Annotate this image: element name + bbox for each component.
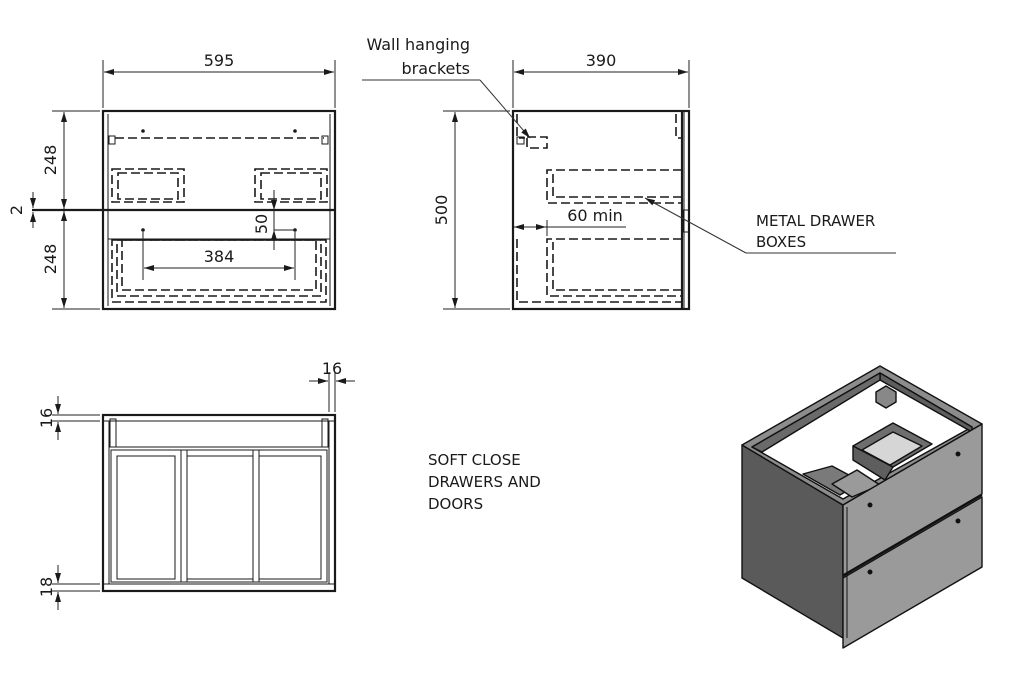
top-cabinet-outline — [101, 413, 337, 593]
dim-clearance-60min: 60 min — [567, 206, 623, 225]
dim-depth-390: 390 — [586, 51, 617, 70]
dim-back-thickness-16: 16 — [37, 408, 56, 428]
label-wall-hanging: Wall hanging — [366, 35, 470, 54]
dim-gap-2: 2 — [7, 205, 26, 215]
dim-side-thickness-16: 16 — [322, 359, 342, 378]
label-boxes: BOXES — [756, 233, 806, 251]
label-metal-drawer: METAL DRAWER — [756, 212, 875, 230]
note-line-3: DOORS — [428, 495, 483, 513]
front-view: 595 248 248 2 50 384 — [7, 51, 337, 311]
dim-lower-drawer-248: 248 — [41, 244, 60, 275]
dim-height-500: 500 — [432, 195, 451, 226]
label-brackets: brackets — [402, 59, 470, 78]
isometric-view — [741, 365, 983, 649]
top-view: 16 16 18 — [37, 359, 355, 610]
note-line-2: DRAWERS AND — [428, 473, 541, 491]
dim-width-595: 595 — [204, 51, 235, 70]
side-view: 390 500 60 min Wall hanging brackets MET… — [362, 35, 896, 311]
dim-handle-offset-50: 50 — [252, 214, 271, 234]
dim-upper-drawer-248: 248 — [41, 145, 60, 176]
dim-handle-span-384: 384 — [204, 247, 235, 266]
dim-bottom-thickness-18: 18 — [37, 577, 56, 597]
note-line-1: SOFT CLOSE — [428, 451, 521, 469]
notes: SOFT CLOSE DRAWERS AND DOORS — [428, 451, 541, 513]
